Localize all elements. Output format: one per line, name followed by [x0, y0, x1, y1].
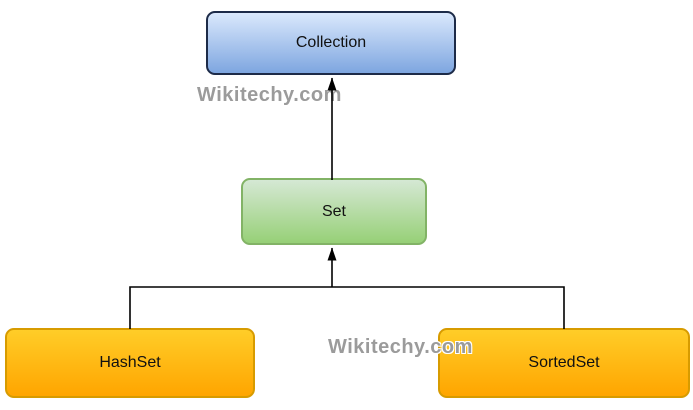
watermark-top: Wikitechy.com	[197, 84, 342, 106]
node-hashset-label: HashSet	[99, 354, 161, 371]
node-sortedset-label: SortedSet	[528, 354, 600, 371]
node-set: Set	[241, 178, 427, 245]
edge-sortedset-branch	[332, 286, 565, 329]
node-set-label: Set	[321, 202, 346, 220]
node-hashset: HashSet	[5, 328, 255, 398]
watermark-bottom: Wikitechy.com	[328, 336, 473, 358]
node-sortedset: SortedSet	[438, 328, 690, 398]
node-collection-label: Collection	[295, 34, 367, 51]
node-collection: Collection	[206, 11, 456, 75]
edge-hashset-branch	[129, 286, 332, 329]
